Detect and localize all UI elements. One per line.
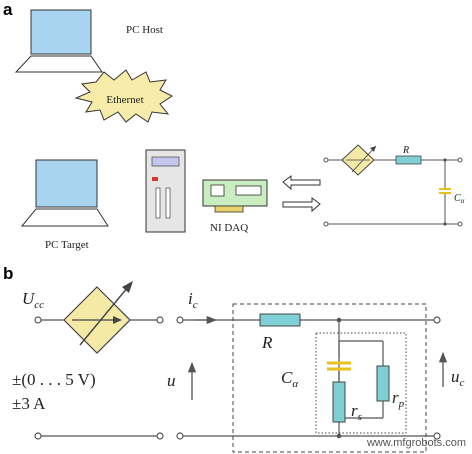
- cell-model-box: [232, 303, 427, 453]
- terminal-right-top: [433, 316, 441, 324]
- r-s-label: rs: [351, 401, 362, 423]
- pc-tower-icon: [145, 149, 186, 233]
- mini-capacitor-label: Cα: [454, 193, 465, 205]
- mini-circuit: [326, 159, 460, 225]
- terminal-left-bottom: [34, 432, 42, 440]
- panel-b-label: b: [3, 264, 13, 283]
- mini-resistor-label: R: [402, 145, 409, 156]
- mini-resistor-icon: [395, 155, 422, 165]
- node-top: [336, 317, 342, 323]
- terminal-load-in-top: [176, 316, 184, 324]
- resistor-r-icon: [259, 313, 301, 327]
- mini-source-icon: [341, 144, 377, 176]
- panel-a-label: a: [3, 0, 13, 19]
- pc-target-label: PC Target: [45, 239, 89, 251]
- ethernet-label: Ethernet: [106, 94, 143, 106]
- c-alpha-label: Cα: [281, 368, 298, 390]
- mini-terminal-bottom-left: [323, 221, 329, 227]
- resistor-r-label: R: [261, 333, 273, 352]
- u-label: u: [167, 371, 176, 390]
- terminal-load-in-bottom: [176, 432, 184, 440]
- node-bottom: [336, 433, 342, 439]
- terminal-right-bottom: [433, 432, 441, 440]
- pc-target-laptop-icon: [20, 159, 109, 227]
- controlled-source-icon: [63, 281, 133, 354]
- mini-terminal-top-left: [323, 157, 329, 163]
- u-c-label: uc: [451, 367, 465, 389]
- ethernet-burst-icon: [74, 69, 173, 123]
- terminal-source-out-bottom: [156, 432, 164, 440]
- mini-node-top: [443, 158, 447, 162]
- r-p-label: rp: [392, 388, 405, 410]
- mini-capacitor-icon: [439, 188, 451, 194]
- ni-daq-label: NI DAQ: [210, 222, 248, 234]
- ni-daq-card-icon: [202, 179, 268, 213]
- voltage-range-label: ±(0 . . . 5 V): [12, 370, 96, 389]
- watermark: www.mfgrobots.com: [366, 437, 466, 449]
- i-c-label: ic: [188, 289, 198, 311]
- terminal-left-top: [34, 316, 42, 324]
- resistor-r-s-icon: [332, 381, 346, 423]
- current-range-label: ±3 A: [12, 394, 46, 413]
- pc-host-label: PC Host: [126, 24, 163, 36]
- pc-host-laptop-icon: [14, 9, 103, 73]
- u-cc-label: Ucc: [22, 289, 44, 311]
- mini-node-bottom: [443, 222, 447, 226]
- mini-terminal-top-right: [457, 157, 463, 163]
- resistor-r-p-icon: [376, 365, 390, 402]
- mini-terminal-bottom-right: [457, 221, 463, 227]
- c-alpha-model-box: [315, 332, 407, 434]
- bidirectional-arrows-icon: [282, 175, 321, 213]
- terminal-source-out-top: [156, 316, 164, 324]
